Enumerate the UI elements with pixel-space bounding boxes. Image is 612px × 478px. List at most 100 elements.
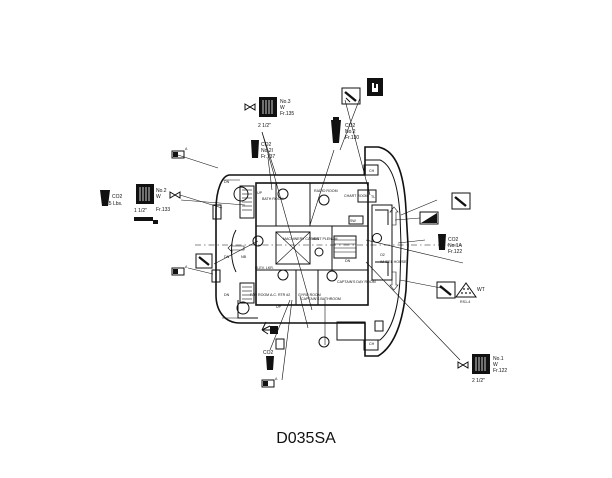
svg-text:RS1-4: RS1-4 (460, 300, 470, 304)
co2-extinguisher-icon (331, 120, 341, 143)
hose-reel-no2: No.2 W Fr.133 1 1/2" (134, 184, 181, 224)
hose-reel-icon (136, 184, 154, 204)
co2-extinguisher-icon (251, 140, 259, 158)
room-vent-plenum: VENT PLENUM (312, 237, 338, 241)
leader-lines (177, 97, 464, 381)
svg-text:No.3: No.3 (280, 99, 291, 105)
hydrant-icon (277, 188, 289, 200)
a-tag-bottom: A (261, 377, 278, 388)
phone-icon-left (195, 253, 213, 269)
svg-text:No.1: No.1 (493, 356, 504, 362)
shower-icon (261, 321, 278, 335)
svg-text:W: W (493, 362, 498, 368)
room-captains-bathroom: CAPTAIN'S BATHROOM (301, 297, 341, 301)
co2-no2i: CO2 No.2I Fr.137 (251, 140, 275, 160)
room-machinery-casing: MACHINERY CASING (283, 237, 319, 241)
hose-reel-no1: No.1 W Fr.122 2 1/2" (457, 354, 507, 384)
valve-icon (244, 103, 256, 111)
svg-text:CH: CH (369, 169, 375, 173)
room-gyro: GYRO ROOM (298, 293, 321, 297)
hydrant-icon (326, 270, 338, 282)
hydrant-icon (318, 194, 330, 206)
room-bathroom-side: BATH ROOM (262, 197, 284, 201)
svg-text:O2: O2 (380, 253, 385, 257)
svg-text:CO2: CO2 (112, 194, 123, 200)
svg-text:DN: DN (224, 293, 230, 297)
nozzle-icon (134, 217, 158, 224)
room-elev-lkr: ELEV. LKR. (255, 266, 274, 270)
room-fan: FAN ROOM A.C. RTR #2 (250, 293, 290, 297)
svg-text:1 1/2": 1 1/2" (134, 208, 147, 214)
svg-text:Fr.122: Fr.122 (493, 368, 507, 374)
svg-text:CO2: CO2 (263, 350, 274, 356)
svg-text:Fr.135: Fr.135 (280, 111, 294, 117)
co2-extinguisher-icon (266, 356, 274, 370)
svg-text:CO2: CO2 (261, 142, 272, 148)
a-tag-mid: A (171, 265, 188, 276)
room-captains-day: CAPTAIN'S DAY ROOM (337, 280, 376, 284)
a-tag-top: A (171, 147, 188, 159)
deckhouse-rooms (239, 164, 393, 351)
valve-icon (457, 361, 469, 369)
svg-text:A: A (275, 377, 278, 381)
svg-text:15 Lbs.: 15 Lbs. (106, 201, 122, 207)
svg-text:2 1/2": 2 1/2" (258, 123, 271, 129)
drawing-caption: D035SA (276, 430, 336, 447)
phone-icon-right-top (451, 192, 471, 210)
room-wheel-house: WHEEL HOUSE (380, 260, 407, 264)
svg-text:DN: DN (224, 180, 230, 184)
co2-extinguisher-icon (100, 190, 110, 206)
svg-text:TL: TL (371, 195, 375, 199)
svg-text:W: W (280, 105, 285, 111)
hydrant-icon (314, 247, 324, 257)
svg-text:No.2I: No.2I (261, 148, 273, 154)
svg-text:CH: CH (369, 342, 375, 346)
svg-text:No.2: No.2 (345, 129, 356, 135)
flag-icon (419, 211, 439, 225)
co2-no2-top: CO2 No.2 Fr.130 (331, 117, 359, 143)
svg-text:SW: SW (350, 219, 356, 223)
svg-text:Fr.130: Fr.130 (345, 135, 359, 141)
fire-station-markers (211, 188, 384, 350)
svg-text:Fr.133: Fr.133 (156, 207, 170, 213)
hose-box-icon (211, 269, 221, 283)
room-labels: RADIO ROOM CHART ROOM MACHINERY CASING V… (250, 189, 407, 301)
svg-text:WT: WT (477, 287, 485, 293)
room-radio: RADIO ROOM (314, 189, 338, 193)
svg-text:No.1A: No.1A (448, 243, 463, 249)
alarm-hand-icon (367, 78, 383, 96)
phone-icon-top (341, 87, 361, 105)
svg-text:UP: UP (257, 191, 263, 195)
co2-extinguisher-icon (438, 234, 446, 250)
hydrant-icon (277, 269, 289, 281)
room-chart: CHART ROOM (344, 194, 368, 198)
co2-15lbs: CO2 15 Lbs. (100, 190, 123, 207)
valve-icon (169, 191, 181, 199)
svg-text:A: A (185, 265, 188, 269)
co2-no1a: CO2 No.1A Fr.122 (438, 234, 463, 255)
hose-box-icon (374, 320, 384, 332)
hull-outline (215, 146, 409, 357)
co2-bottom: CO2 (263, 350, 274, 370)
svg-text:A: A (185, 147, 188, 151)
wt-marker: WT RS1-4 (455, 282, 485, 304)
svg-text:W: W (156, 194, 161, 200)
svg-text:Fr.137: Fr.137 (261, 154, 275, 160)
svg-text:UP: UP (276, 305, 282, 309)
svg-text:CO2: CO2 (448, 237, 459, 243)
svg-text:NB: NB (241, 255, 247, 259)
hydrant-icon (252, 235, 264, 247)
svg-text:CO2: CO2 (345, 123, 356, 129)
hydrant-icon (372, 233, 382, 243)
hose-reel-no3: No.3 W Fr.135 2 1/2" (244, 97, 294, 129)
svg-text:DN: DN (345, 259, 351, 263)
svg-text:Fr.122: Fr.122 (448, 249, 462, 255)
hose-box-icon (212, 204, 222, 220)
hose-reel-icon (472, 354, 490, 374)
hose-box-icon (275, 338, 285, 350)
hose-reel-icon (259, 97, 277, 117)
svg-text:No.2: No.2 (156, 188, 167, 194)
phone-icon-right-bottom (436, 281, 456, 299)
